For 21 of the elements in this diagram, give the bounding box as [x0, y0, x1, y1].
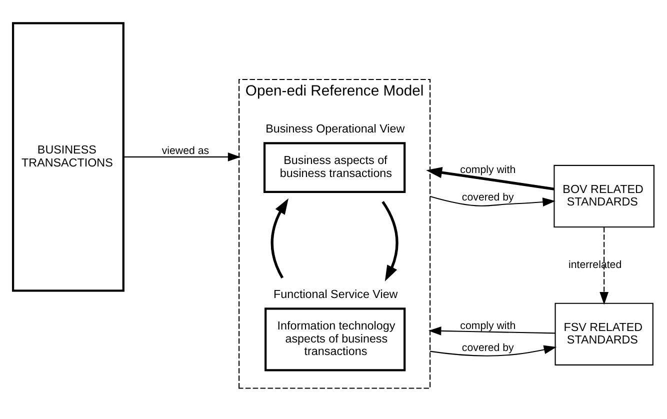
node-box: Business aspects of business transactions: [263, 142, 406, 193]
arrow: [382, 200, 398, 281]
node-label: Business Operational View: [266, 122, 405, 135]
edge-label: comply with: [460, 319, 516, 332]
node-box: FSV RELATED STANDARDS: [554, 302, 654, 365]
arrow: [426, 166, 554, 190]
edge-label: comply with: [460, 163, 516, 176]
node-label: Functional Service View: [274, 287, 398, 300]
arrow: [600, 226, 609, 304]
arrow: [124, 152, 241, 161]
edge-label: viewed as: [162, 144, 210, 156]
arrow: [428, 326, 556, 335]
edge-label: covered by: [462, 190, 514, 203]
node-box: BOV RELATED STANDARDS: [554, 164, 654, 227]
edge-label: covered by: [462, 342, 514, 354]
arrow: [430, 344, 557, 356]
node-box: Information technology aspects of business transactions: [264, 307, 406, 371]
arrow: [270, 198, 288, 278]
node-box: BUSINESS TRANSACTIONS: [12, 22, 124, 292]
arrow: [430, 195, 556, 206]
edge-label: interrelated: [568, 258, 622, 270]
